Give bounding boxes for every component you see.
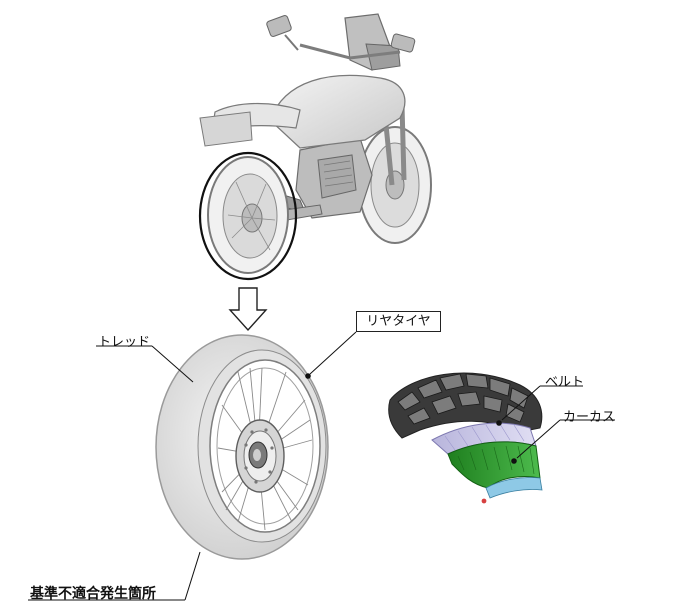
leader-lines <box>28 331 615 601</box>
rear-wheel-highlight-circle <box>198 151 298 281</box>
label-tread: トレッド <box>98 335 151 350</box>
rear-tire-illustration <box>155 334 329 560</box>
label-defect-location: 基準不適合発生箇所 <box>30 586 156 602</box>
tire-cross-section <box>388 372 543 504</box>
label-rear-tire: リヤタイヤ <box>356 311 441 332</box>
down-arrow <box>228 287 268 332</box>
label-carcass: カーカス <box>563 410 616 425</box>
motorcycle-illustration <box>198 13 432 281</box>
label-belt: ベルト <box>545 375 585 390</box>
carcass-layer <box>447 441 541 489</box>
